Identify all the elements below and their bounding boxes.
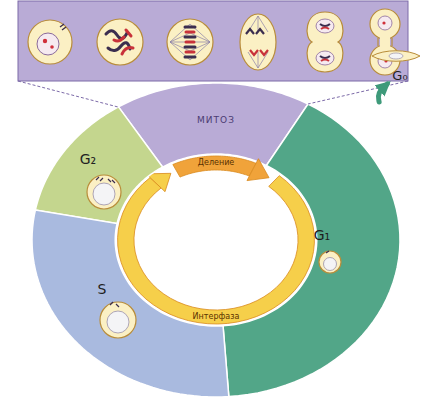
prophase-cell [97,19,143,65]
metaphase-cell [167,19,213,65]
cell-membrane [240,14,276,70]
g1-segment-shape [221,102,402,399]
zoom-line [308,81,408,104]
cell-membrane [97,19,143,65]
division-arrow [173,156,256,177]
phase-name: МИТОЗ [197,116,235,126]
chromosome [320,24,330,58]
interphase-cell [28,20,72,64]
chromosome [106,31,127,39]
chromosome [122,48,133,54]
g1-segment: G₁ [221,102,402,399]
zoom-line [18,81,118,107]
nucleolus [382,21,385,24]
cell-membrane [307,12,343,72]
transition-arrow [378,84,387,102]
nucleus [316,51,334,65]
phase-sector [32,210,229,397]
stage-label: Деление [198,159,235,168]
nucleus [378,16,392,30]
cell-membrane [28,20,72,64]
nucleus [37,33,59,55]
chromosome [185,27,195,57]
g2-segment: G₂ [33,104,165,225]
phase-label: G₂ [80,152,96,167]
resting-cell-body [372,51,420,62]
arrow-head [247,159,269,181]
phase-label: G₁ [314,228,330,243]
spindle [170,24,210,60]
g2-segment-shape [33,104,165,225]
phase-label: S [98,282,107,297]
mitosis-panel-box [18,1,408,81]
stage-label: Интерфаза [193,313,240,322]
chromosome [250,50,268,55]
nucleus [389,53,403,59]
centriole [60,24,66,30]
chromosome [246,29,264,34]
resting-cell: G₀ [368,46,424,84]
s-segment-shape [30,208,231,399]
nucleus [316,19,334,33]
s-segment: S [30,208,231,399]
chromosome [114,37,124,41]
phase-label: G₀ [392,69,407,83]
chromosome [108,43,130,51]
cleavage-neck [378,38,392,46]
phase-sector [223,104,400,397]
phase-sector [35,107,162,224]
cleavage-neck [380,37,390,47]
interphase-arrow [118,176,315,324]
arrow-head [146,173,171,191]
telophase-cell [307,12,343,72]
spindle [248,16,268,68]
chromosome [126,30,131,36]
cell-membrane [167,19,213,65]
daughter-cell [370,9,400,39]
nucleolus [43,39,47,43]
nucleolus [50,45,54,49]
cytokinesis-cells [370,9,400,75]
anaphase-cell [240,14,276,70]
chromosome [186,32,194,52]
chromosome [321,28,329,62]
